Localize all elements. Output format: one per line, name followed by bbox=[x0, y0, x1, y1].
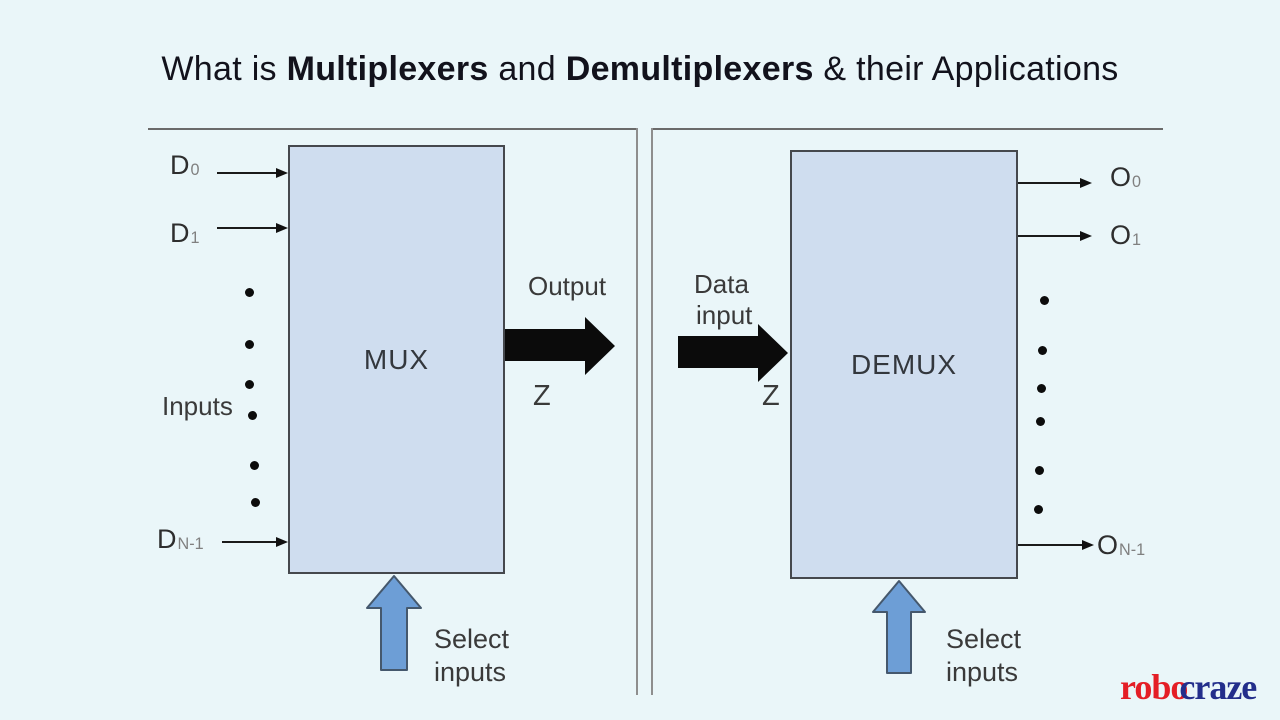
title-text: What is bbox=[161, 50, 287, 88]
title-text: & their Applications bbox=[813, 50, 1119, 88]
signal-base: O bbox=[1097, 530, 1119, 560]
select-caption-line2: inputs bbox=[434, 657, 507, 687]
data-input-arrow-icon bbox=[678, 324, 788, 382]
select-inputs-arrow-icon bbox=[366, 575, 422, 671]
arrowhead-icon bbox=[276, 167, 288, 178]
output-wire bbox=[1018, 235, 1080, 237]
data-input-caption-line2: input bbox=[696, 300, 753, 330]
signal-subscript: 0 bbox=[1132, 173, 1142, 192]
select-inputs-arrow-icon bbox=[872, 580, 926, 674]
title-text: and bbox=[488, 50, 566, 88]
ellipsis-dot bbox=[245, 288, 254, 297]
brand-logo: robocraze bbox=[1120, 666, 1257, 708]
inputs-caption: Inputs bbox=[162, 391, 233, 421]
output-wire bbox=[1018, 182, 1080, 184]
output-signal-label: Z bbox=[533, 380, 551, 412]
signal-subscript: N-1 bbox=[1119, 541, 1146, 560]
ellipsis-dot bbox=[251, 498, 260, 507]
input-label-d1: D1 bbox=[170, 218, 200, 249]
ellipsis-dot bbox=[250, 461, 259, 470]
ellipsis-dot bbox=[245, 340, 254, 349]
signal-base: D bbox=[157, 524, 177, 554]
arrowhead-icon bbox=[1082, 539, 1094, 550]
output-caption: Output bbox=[528, 271, 607, 301]
ellipsis-dot bbox=[1040, 296, 1049, 305]
title-bold-multiplexers: Multiplexers bbox=[286, 50, 489, 88]
signal-base: O bbox=[1110, 162, 1132, 192]
output-arrow-icon bbox=[505, 317, 615, 375]
mux-panel-right-border bbox=[636, 128, 638, 695]
page-title: What is Multiplexers and Demultiplexers … bbox=[0, 50, 1280, 89]
select-inputs-caption: Select inputs bbox=[434, 623, 509, 689]
arrowhead-icon bbox=[1080, 177, 1092, 188]
signal-base: D bbox=[170, 218, 190, 248]
ellipsis-dot bbox=[245, 380, 254, 389]
input-wire bbox=[217, 172, 277, 174]
signal-subscript: N-1 bbox=[177, 535, 204, 554]
demux-box: DEMUX bbox=[790, 150, 1018, 579]
input-wire bbox=[217, 227, 277, 229]
signal-subscript: 1 bbox=[1132, 231, 1142, 250]
mux-box-label: MUX bbox=[363, 343, 430, 375]
ellipsis-dot bbox=[248, 411, 257, 420]
ellipsis-dot bbox=[1037, 384, 1046, 393]
title-bold-demultiplexers: Demultiplexers bbox=[565, 50, 814, 88]
select-caption-line1: Select bbox=[946, 624, 1022, 654]
ellipsis-dot bbox=[1038, 346, 1047, 355]
output-label-o0: O0 bbox=[1110, 162, 1141, 193]
output-wire bbox=[1018, 544, 1082, 546]
logo-robo: robo bbox=[1120, 667, 1188, 707]
signal-base: D bbox=[170, 150, 190, 180]
select-caption-line2: inputs bbox=[946, 657, 1019, 687]
arrowhead-icon bbox=[276, 222, 288, 233]
demux-box-label: DEMUX bbox=[850, 348, 958, 380]
demux-panel-top-border bbox=[653, 128, 1163, 130]
mux-panel-top-border bbox=[148, 128, 637, 130]
mux-box: MUX bbox=[288, 145, 505, 574]
ellipsis-dot bbox=[1036, 417, 1045, 426]
arrowhead-icon bbox=[276, 536, 288, 547]
input-label-d0: D0 bbox=[170, 150, 200, 181]
signal-base: O bbox=[1110, 220, 1132, 250]
logo-craze: craze bbox=[1179, 667, 1257, 707]
data-input-caption-line1: Data bbox=[694, 269, 749, 299]
ellipsis-dot bbox=[1035, 466, 1044, 475]
select-inputs-caption: Select inputs bbox=[946, 623, 1021, 689]
arrowhead-icon bbox=[1080, 230, 1092, 241]
input-signal-label: Z bbox=[762, 380, 780, 412]
demux-panel-left-border bbox=[651, 128, 653, 695]
signal-subscript: 0 bbox=[190, 161, 200, 180]
select-caption-line1: Select bbox=[434, 624, 510, 654]
output-label-o1: O1 bbox=[1110, 220, 1141, 251]
input-label-dn1: DN-1 bbox=[157, 524, 204, 555]
ellipsis-dot bbox=[1034, 505, 1043, 514]
signal-subscript: 1 bbox=[190, 229, 200, 248]
input-wire bbox=[222, 541, 277, 543]
output-label-on1: ON-1 bbox=[1097, 530, 1145, 561]
